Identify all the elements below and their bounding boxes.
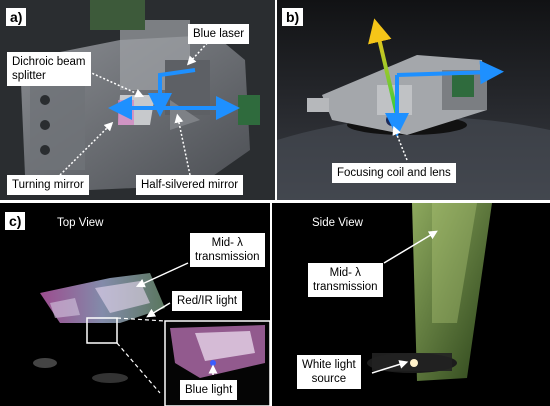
panel-letter-a: a) bbox=[6, 8, 27, 26]
side-view-title: Side View bbox=[312, 217, 363, 229]
panel-c-top-view-photo: c) Top View Mid- λ transmission Red/IR l… bbox=[0, 203, 270, 406]
label-white-light-source: White light source bbox=[297, 355, 361, 389]
label-turning-mirror: Turning mirror bbox=[7, 175, 89, 195]
label-mid-lambda-transmission-top: Mid- λ transmission bbox=[190, 233, 265, 267]
blue-beam-path-a bbox=[148, 68, 196, 117]
panel-c-side-view-illustration bbox=[367, 203, 492, 381]
panel-letter-b: b) bbox=[282, 8, 304, 26]
label-dichroic-line2: splitter bbox=[12, 70, 46, 82]
label-dichroic-line1: Dichroic beam bbox=[12, 56, 86, 68]
white-light-line2: source bbox=[311, 373, 347, 385]
white-light-line1: White light bbox=[302, 359, 356, 371]
blue-light-spot bbox=[210, 360, 216, 366]
zoom-source-box bbox=[86, 317, 118, 344]
panel-letter-c: c) bbox=[5, 212, 26, 230]
panel-b-pickup-side-photo: b) Focusing coil and lens bbox=[277, 0, 550, 200]
yellow-green-arrow bbox=[368, 18, 399, 116]
white-light-source-spot bbox=[410, 359, 418, 367]
panel-c-side-view-photo: Side View Mid- λ transmission White ligh… bbox=[272, 203, 550, 406]
panel-a-optical-pickup-photo: a) Blue laser Dichroic beam splitter Tur… bbox=[0, 0, 275, 200]
label-half-silvered-mirror: Half-silvered mirror bbox=[136, 175, 244, 195]
mid-lambda-line1-top: Mid- λ bbox=[211, 237, 243, 249]
panel-b-illustration bbox=[277, 0, 550, 200]
mid-lambda-line2-top: transmission bbox=[195, 251, 260, 263]
green-transmission-beam bbox=[412, 203, 492, 381]
top-view-title: Top View bbox=[57, 217, 104, 229]
label-blue-light: Blue light bbox=[180, 380, 238, 400]
mid-lambda-line2-side: transmission bbox=[313, 281, 378, 293]
label-red-ir-light: Red/IR light bbox=[172, 291, 243, 311]
label-dichroic-beam-splitter: Dichroic beam splitter bbox=[7, 52, 91, 86]
mid-lambda-line1-side: Mid- λ bbox=[329, 267, 361, 279]
label-focusing-coil-and-lens: Focusing coil and lens bbox=[332, 163, 456, 183]
label-blue-laser: Blue laser bbox=[188, 24, 250, 44]
blue-beam-horizontal-b bbox=[396, 60, 504, 85]
label-mid-lambda-transmission-side: Mid- λ transmission bbox=[308, 263, 383, 297]
